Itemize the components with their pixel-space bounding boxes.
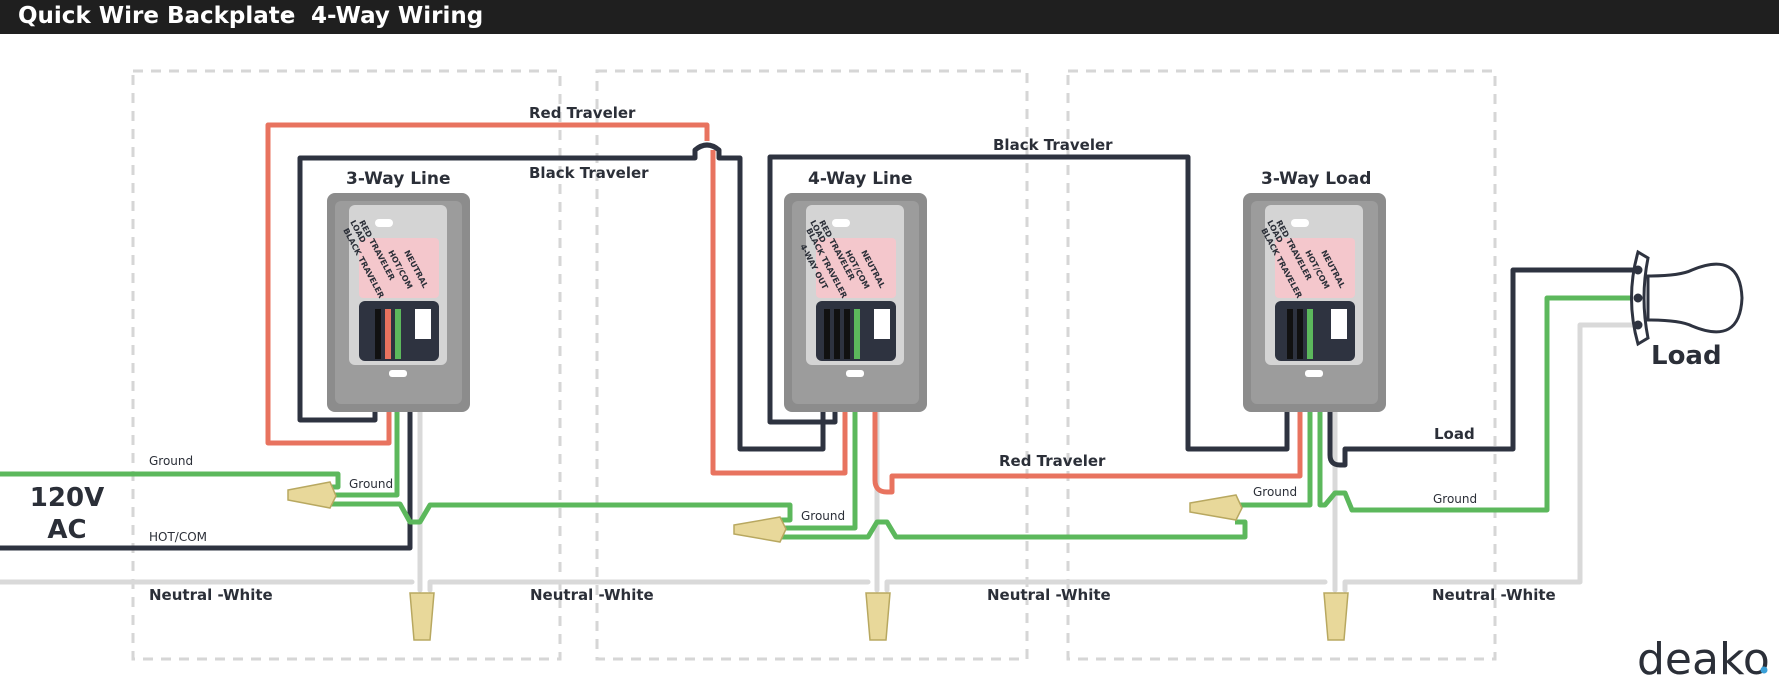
neutral-label: Neutral -White: [1432, 586, 1556, 604]
fixture-label: Load: [1651, 341, 1722, 371]
red-traveler-label: Red Traveler: [529, 104, 636, 122]
ground-label: Ground: [801, 509, 845, 523]
switch-title: 3-Way Load: [1261, 169, 1371, 189]
switch-4-way-line: [784, 193, 927, 412]
wire-nut-icon: [865, 592, 891, 641]
wire-nut-icon: [1189, 494, 1243, 521]
title-product: Quick Wire Backplate: [18, 3, 296, 29]
junction-box-1: [131, 69, 562, 661]
brand-wordmark: deako: [1637, 634, 1770, 685]
switch-title: 3-Way Line: [346, 169, 451, 189]
title-separator: -: [282, 3, 292, 29]
neutral-label: Neutral -White: [987, 586, 1111, 604]
title-bar: Quick Wire Backplate - 4-Way Wiring: [0, 0, 1779, 34]
ground-label: Ground: [349, 477, 393, 491]
ground-label: Ground: [1433, 492, 1477, 506]
neutral-label: Neutral -White: [530, 586, 654, 604]
load-wire-label: Load: [1434, 425, 1475, 443]
switch-3-way-load: [1243, 193, 1386, 412]
junction-boxes: [131, 69, 1497, 661]
wire-nut-icon: [1323, 592, 1349, 641]
junction-box-3: [1066, 69, 1497, 661]
ground-label: Ground: [1253, 485, 1297, 499]
wiring-diagram: LOAD RED TRAVELER BLACK TRAVELER HOT/COM…: [0, 69, 1770, 685]
switch-title: 4-Way Line: [808, 169, 913, 189]
light-bulb-icon: [1630, 249, 1744, 347]
wire-nut-icon: [287, 481, 337, 509]
power-source-voltage: 120V: [30, 483, 104, 513]
ground-wires: [0, 295, 1640, 540]
switch-3-way-line: [327, 193, 470, 412]
wire-nuts: [287, 481, 1349, 641]
ground-label: Ground: [149, 454, 193, 468]
title-subtitle: 4-Way Wiring: [311, 3, 484, 29]
wire-nut-icon: [733, 516, 787, 543]
hot-com-label: HOT/COM: [149, 530, 207, 544]
red-traveler-label: Red Traveler: [999, 452, 1106, 470]
neutral-label: Neutral -White: [149, 586, 273, 604]
wire-nut-icon: [409, 592, 435, 641]
brand-logo: deako: [1637, 634, 1770, 685]
black-traveler-label: Black Traveler: [993, 136, 1113, 154]
junction-box-2: [595, 69, 1029, 661]
black-traveler-label: Black Traveler: [529, 164, 649, 182]
power-source-ac: AC: [47, 515, 86, 545]
brand-dot: [1760, 666, 1768, 674]
